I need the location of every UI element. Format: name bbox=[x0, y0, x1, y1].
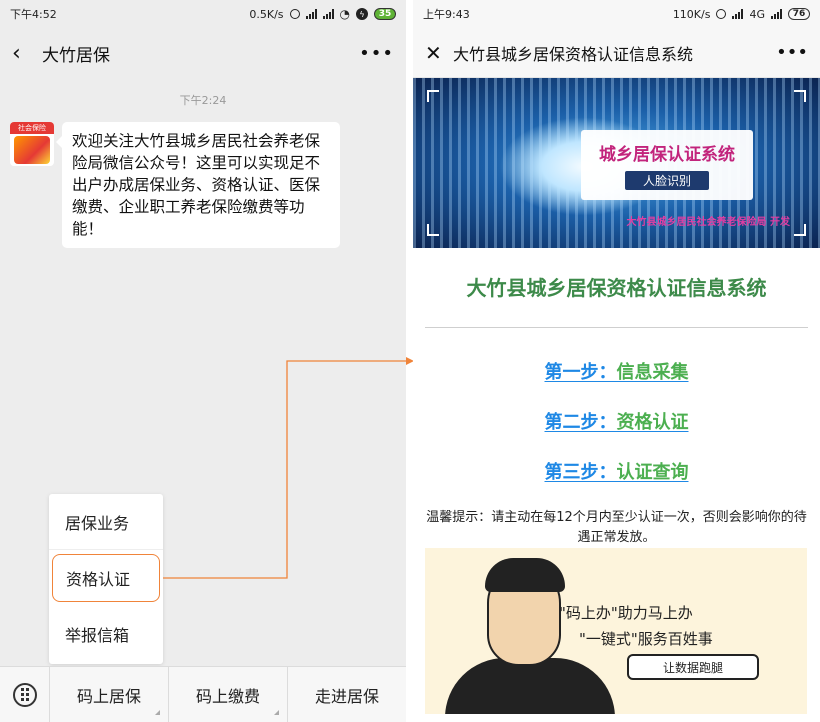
battery-icon: 76 bbox=[788, 8, 810, 20]
menu-button-label: 码上缴费 bbox=[195, 686, 260, 706]
keyboard-toggle-button[interactable] bbox=[0, 666, 50, 722]
message-bubble[interactable]: 欢迎关注大竹县城乡居民社会养老保险局微信公众号！这里可以实现足不出户办成居保业务… bbox=[56, 122, 340, 248]
popup-item-report[interactable]: 举报信箱 bbox=[65, 626, 130, 645]
submenu-indicator-icon bbox=[274, 709, 279, 715]
illustration-body bbox=[445, 658, 615, 714]
warm-tip: 温馨提示：请主动在每12个月内至少认证一次，否则会影响你的待遇正常发放。 bbox=[426, 510, 807, 545]
divider bbox=[425, 327, 808, 328]
status-bar: 下午4:52 0.5K/s ◔ ϟ 35 bbox=[0, 0, 406, 28]
menu-button-mashang-jubao[interactable]: 码上居保 bbox=[50, 666, 169, 722]
signal-icon-2 bbox=[322, 9, 334, 19]
close-icon[interactable]: ✕ bbox=[425, 40, 442, 65]
more-icon[interactable]: ••• bbox=[776, 42, 808, 63]
step-label: 资格认证 bbox=[616, 412, 689, 433]
scan-corner-icon bbox=[427, 224, 439, 236]
hero-banner: 城乡居保认证系统 人脸识别 大竹县城乡居民社会养老保险局 开发 bbox=[413, 78, 820, 248]
promo-line-2: "一键式"服务百姓事 bbox=[579, 630, 713, 648]
page-title: 大竹县城乡居保资格认证信息系统 bbox=[466, 276, 767, 300]
wechat-chat-screen: 下午4:52 0.5K/s ◔ ϟ 35 ‹ 大竹居保 ••• 下午2:24 社… bbox=[0, 0, 406, 722]
step-link-info-collection[interactable]: 第一步：信息采集 bbox=[413, 358, 820, 384]
chat-title: 大竹居保 bbox=[42, 45, 110, 66]
webview-header: ✕ 大竹县城乡居保资格认证信息系统 ••• bbox=[413, 28, 820, 78]
signal-icon bbox=[305, 9, 317, 19]
chat-header: ‹ 大竹居保 ••• bbox=[0, 28, 406, 78]
status-time: 上午9:43 bbox=[423, 8, 470, 21]
status-bar: 上午9:43 110K/s 4G 76 bbox=[413, 0, 820, 28]
step-link-query[interactable]: 第三步：认证查询 bbox=[413, 458, 820, 484]
webview-title: 大竹县城乡居保资格认证信息系统 bbox=[453, 44, 694, 64]
network-speed: 0.5K/s bbox=[249, 7, 284, 21]
popup-menu: 居保业务 资格认证 举报信箱 bbox=[49, 494, 163, 664]
message-timestamp: 下午2:24 bbox=[179, 94, 227, 107]
menu-button-mashang-jiaofei[interactable]: 码上缴费 bbox=[169, 666, 288, 722]
step-link-certification[interactable]: 第二步：资格认证 bbox=[413, 408, 820, 434]
scan-corner-icon bbox=[794, 90, 806, 102]
step-label: 认证查询 bbox=[616, 462, 689, 483]
promo-button[interactable]: 让数据跑腿 bbox=[627, 654, 761, 684]
keyboard-icon bbox=[12, 682, 37, 707]
avatar[interactable]: 社会保险 bbox=[10, 122, 54, 166]
step-prefix: 第二步： bbox=[544, 412, 617, 433]
submenu-indicator-icon bbox=[155, 709, 160, 715]
charging-icon: ϟ bbox=[356, 8, 368, 20]
battery-icon: 35 bbox=[374, 8, 396, 20]
popup-item-business[interactable]: 居保业务 bbox=[49, 494, 163, 550]
certification-web-screen: 上午9:43 110K/s 4G 76 ✕ 大竹县城乡居保资格认证信息系统 ••… bbox=[413, 0, 820, 722]
alarm-icon bbox=[289, 9, 300, 19]
banner-title: 城乡居保认证系统 bbox=[599, 145, 735, 165]
promo-banner[interactable]: "码上办"助力马上办 "一键式"服务百姓事 让数据跑腿 bbox=[425, 548, 807, 714]
signal-icon-2 bbox=[771, 9, 782, 19]
status-time: 下午4:52 bbox=[10, 8, 57, 21]
illustration-hair bbox=[485, 558, 565, 592]
alarm-icon bbox=[716, 9, 727, 19]
menu-button-label: 走进居保 bbox=[314, 686, 379, 706]
network-speed: 110K/s bbox=[672, 7, 711, 21]
avatar-label: 社会保险 bbox=[10, 122, 54, 134]
step-label: 信息采集 bbox=[616, 362, 689, 383]
popup-item-certification[interactable]: 资格认证 bbox=[52, 554, 160, 602]
signal-icon bbox=[732, 9, 744, 19]
more-icon[interactable]: ••• bbox=[359, 42, 394, 64]
back-arrow-icon[interactable]: ‹ bbox=[12, 40, 21, 66]
step-links: 第一步：信息采集 第二步：资格认证 第三步：认证查询 bbox=[413, 358, 820, 484]
banner-badge: 人脸识别 bbox=[624, 171, 709, 190]
avatar-illustration bbox=[14, 136, 50, 164]
network-type: 4G bbox=[749, 7, 765, 21]
promo-line-1: "码上办"助力马上办 bbox=[559, 604, 693, 622]
message-row: 社会保险 欢迎关注大竹县城乡居民社会养老保险局微信公众号！这里可以实现足不出户办… bbox=[0, 122, 406, 248]
scan-corner-icon bbox=[427, 90, 439, 102]
banner-subtitle: 大竹县城乡居民社会养老保险局 开发 bbox=[626, 217, 790, 228]
wifi-icon: ◔ bbox=[339, 7, 350, 21]
bottom-menu-bar: 码上居保 码上缴费 走进居保 bbox=[0, 666, 406, 722]
step-prefix: 第三步： bbox=[544, 462, 617, 483]
menu-button-zoujin-jubao[interactable]: 走进居保 bbox=[288, 667, 406, 722]
menu-button-label: 码上居保 bbox=[76, 686, 141, 706]
step-prefix: 第一步： bbox=[544, 362, 617, 383]
scan-corner-icon bbox=[794, 224, 806, 236]
banner-card: 城乡居保认证系统 人脸识别 bbox=[581, 130, 753, 200]
